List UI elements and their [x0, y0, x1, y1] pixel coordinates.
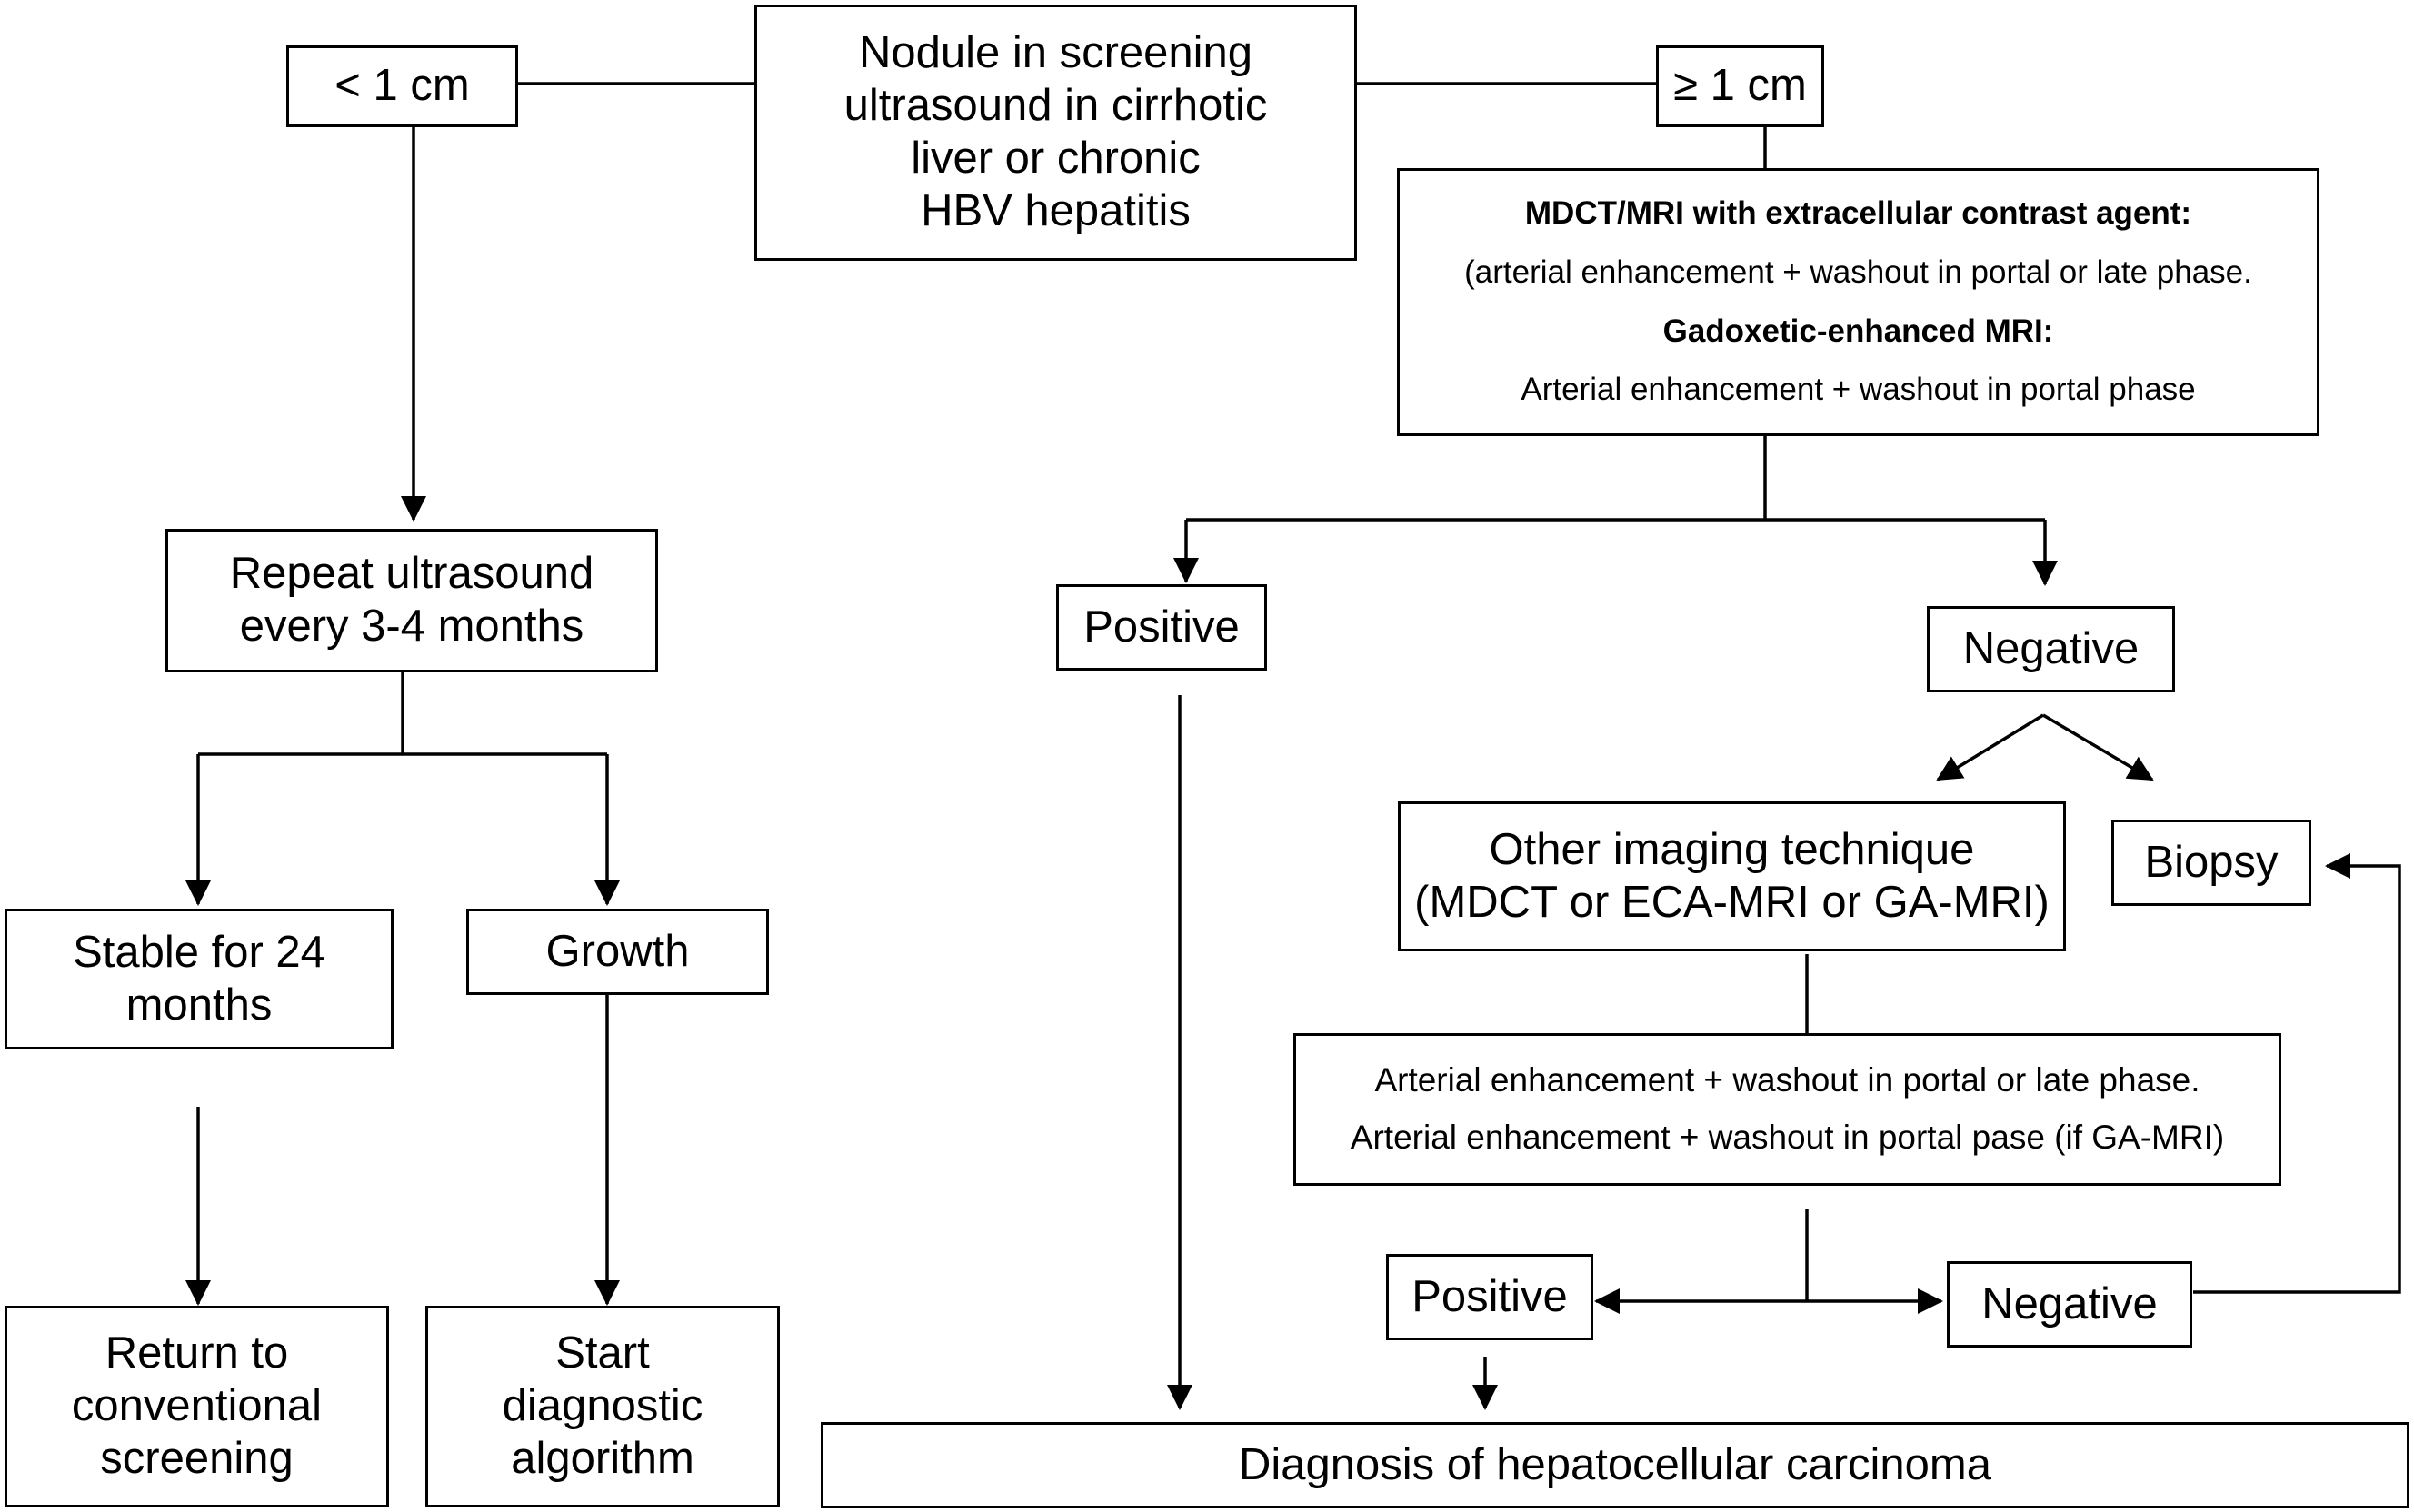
- arrow-negative-2-to-biopsy: [2193, 853, 2401, 1294]
- positive-1-label: Positive: [1083, 602, 1240, 652]
- start-node: Nodule in screening ultrasound in cirrho…: [754, 5, 1357, 261]
- imaging-line-4: Arterial enhancement + washout in portal…: [1521, 372, 2196, 408]
- other-imaging-line-1: Other imaging technique: [1489, 824, 1975, 874]
- return-line-3: screening: [100, 1433, 294, 1483]
- imaging-line-1: MDCT/MRI with extracellular contrast age…: [1524, 195, 2192, 231]
- large-nodule-label: ≥ 1 cm: [1673, 61, 1807, 111]
- algorithm-line-3: algorithm: [511, 1433, 694, 1483]
- negative-2-node: Negative: [1947, 1261, 2192, 1348]
- criteria-line-2: Arterial enhancement + washout in portal…: [1350, 1119, 2225, 1156]
- positive-1-node: Positive: [1056, 584, 1267, 671]
- start-line-2: ultrasound in cirrhotic: [843, 81, 1268, 131]
- other-imaging-line-2: (MDCT or ECA-MRI or GA-MRI): [1414, 877, 2050, 927]
- imaging-line-2: (arterial enhancement + washout in porta…: [1464, 254, 2252, 290]
- positive-2-label: Positive: [1411, 1271, 1568, 1321]
- arrow-negative-to-biopsy: [2042, 713, 2154, 781]
- negative-1-node: Negative: [1927, 606, 2175, 692]
- algorithm-line-2: diagnostic: [502, 1381, 703, 1431]
- imaging-line-3: Gadoxetic-enhanced MRI:: [1662, 313, 2054, 349]
- negative-2-label: Negative: [1981, 1278, 2158, 1328]
- algorithm-line-1: Start: [555, 1328, 650, 1378]
- return-line-2: conventional: [71, 1381, 323, 1431]
- start-line-3: liver or chronic: [911, 134, 1201, 183]
- imaging-criteria-node: MDCT/MRI with extracellular contrast age…: [1397, 168, 2319, 436]
- repeat-line-2: every 3-4 months: [239, 602, 584, 651]
- stable-node: Stable for 24 months: [5, 909, 394, 1049]
- growth-label: Growth: [545, 926, 690, 976]
- biopsy-node: Biopsy: [2111, 820, 2311, 906]
- stable-line-1: Stable for 24: [73, 927, 325, 977]
- return-screening-node: Return to conventional screening: [5, 1306, 389, 1507]
- start-algorithm-node: Start diagnostic algorithm: [425, 1306, 780, 1507]
- small-nodule-label: < 1 cm: [334, 61, 470, 111]
- growth-node: Growth: [466, 909, 769, 995]
- other-imaging-node: Other imaging technique (MDCT or ECA-MRI…: [1398, 801, 2066, 951]
- second-criteria-node: Arterial enhancement + washout in portal…: [1293, 1033, 2281, 1186]
- start-line-4: HBV hepatitis: [921, 185, 1191, 235]
- large-nodule-node: ≥ 1 cm: [1656, 45, 1824, 127]
- diagnosis-node: Diagnosis of hepatocellular carcinoma: [821, 1422, 2409, 1508]
- biopsy-label: Biopsy: [2144, 837, 2279, 887]
- stable-line-2: months: [125, 980, 273, 1030]
- criteria-line-1: Arterial enhancement + washout in portal…: [1374, 1061, 2200, 1099]
- start-line-1: Nodule in screening: [858, 28, 1253, 78]
- small-nodule-node: < 1 cm: [286, 45, 518, 127]
- repeat-ultrasound-node: Repeat ultrasound every 3-4 months: [165, 529, 658, 672]
- diagnosis-label: Diagnosis of hepatocellular carcinoma: [1239, 1439, 1991, 1489]
- arrow-negative-to-other-imaging: [1936, 713, 2044, 781]
- negative-1-label: Negative: [1962, 623, 2140, 673]
- repeat-line-1: Repeat ultrasound: [229, 549, 594, 599]
- positive-2-node: Positive: [1386, 1254, 1593, 1340]
- return-line-1: Return to: [105, 1328, 289, 1378]
